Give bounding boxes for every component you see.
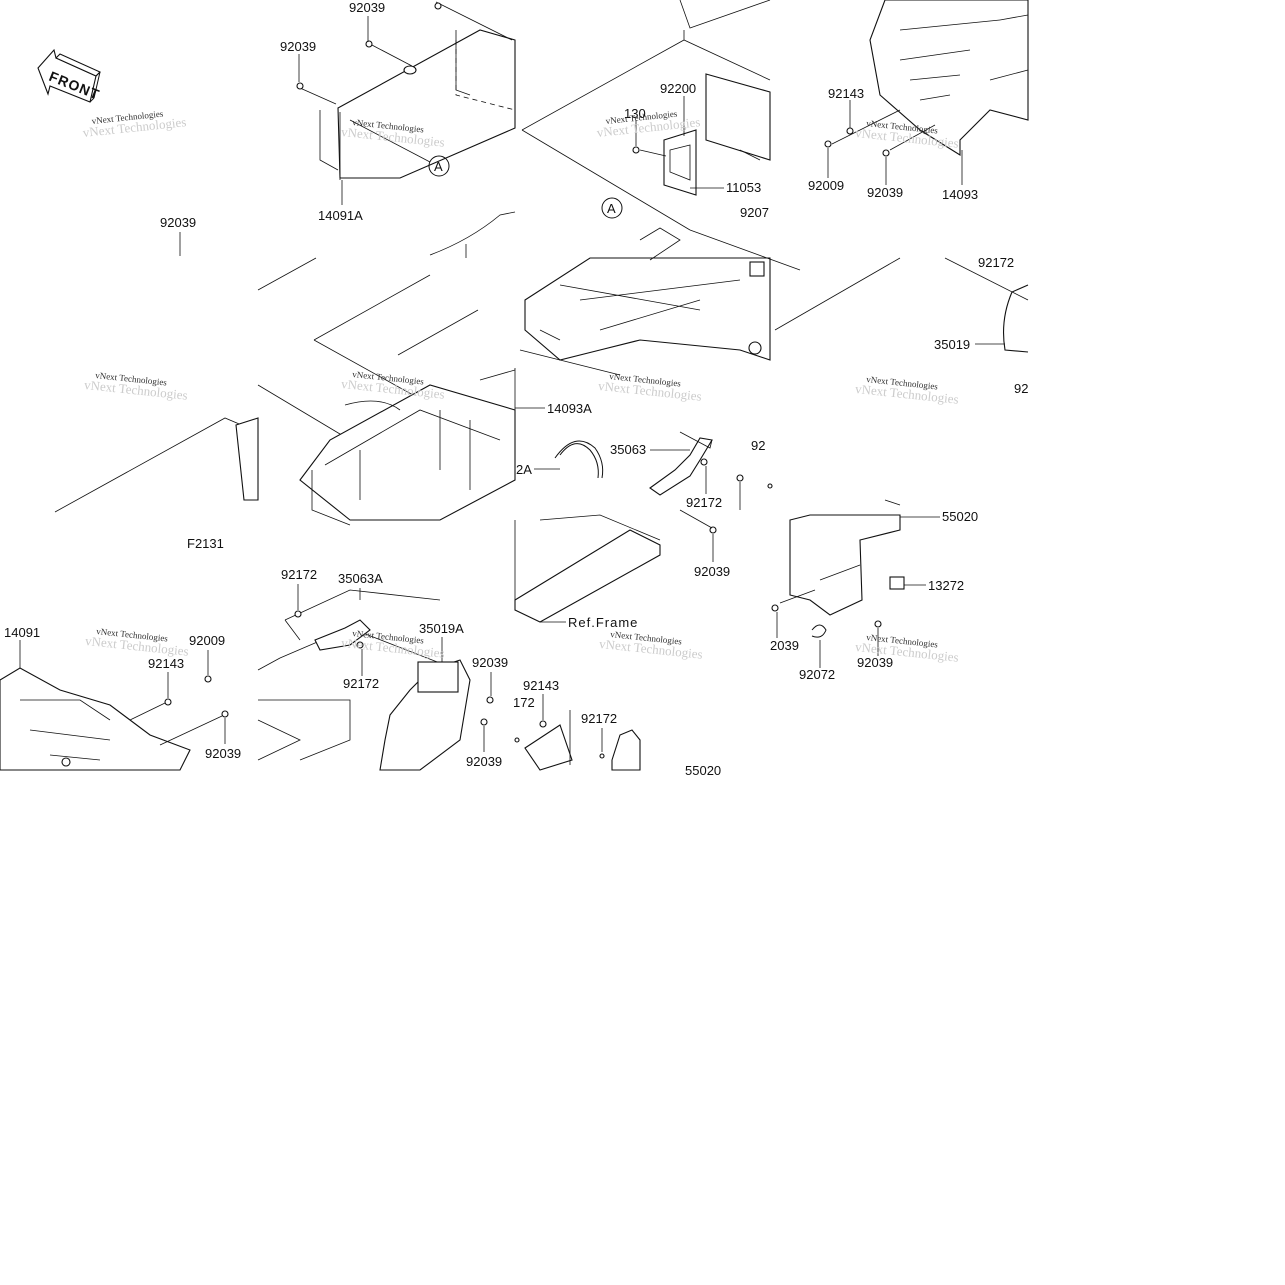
part-label: 92039	[472, 655, 508, 670]
part-label: 92009	[189, 633, 225, 648]
part-label: 55020	[942, 509, 978, 524]
part-label: 92039	[160, 215, 196, 230]
ref-marker-a-top: A	[349, 119, 450, 177]
part-label: 35019	[934, 337, 970, 352]
ref-marker-a-mid: A	[601, 197, 623, 219]
part-label: 92039	[349, 0, 385, 15]
part-label: 11053	[726, 180, 761, 195]
part-label: 92200	[660, 81, 696, 96]
ref-marker-label-2: A	[607, 201, 616, 216]
part-label: 92072	[799, 667, 835, 682]
part-label: 92039	[205, 746, 241, 761]
part-label: 172	[513, 695, 535, 710]
part-label: 55020	[685, 763, 721, 778]
part-label: 92172	[281, 567, 317, 582]
rail-ref-frame-drawing	[514, 509, 717, 623]
frame-14093a-drawing	[54, 211, 516, 526]
part-label: 14091A	[318, 208, 363, 223]
part-label: 92039	[867, 185, 903, 200]
part-label: 92143	[148, 656, 184, 671]
part-label: 92143	[523, 678, 559, 693]
part-label: 92039	[694, 564, 730, 579]
part-label: 2A	[516, 462, 532, 477]
part-label: 92143	[828, 86, 864, 101]
part-label: 35019A	[419, 621, 464, 636]
watermark: vNext Technologies vNext Technologies	[854, 374, 959, 407]
part-label: 92	[751, 438, 765, 453]
bracket-35063-drawing	[649, 431, 773, 496]
ref-marker-label: A	[434, 159, 443, 174]
part-labels: 92039 92039 14091A 92039 92200 130 11053…	[4, 0, 1028, 778]
part-label: 92	[1014, 381, 1028, 396]
bracket-35063a-drawing	[257, 589, 494, 771]
part-label: 92039	[466, 754, 502, 769]
part-label: 92009	[808, 178, 844, 193]
cover-55020-drawing	[771, 499, 905, 638]
part-label: 14091	[4, 625, 40, 640]
watermark: vNext Technologies vNext Technologies	[598, 629, 703, 662]
part-label: 130	[624, 106, 646, 121]
part-label: 92172	[978, 255, 1014, 270]
part-label: 92039	[857, 655, 893, 670]
leader-lines	[19, 16, 1005, 752]
part-label: 14093	[942, 187, 978, 202]
main-frame-drawing	[519, 227, 801, 376]
watermark: vNext Technologies vNext Technologies	[84, 626, 189, 659]
part-label: 92039	[280, 39, 316, 54]
panel-14091a-drawing	[296, 1, 516, 180]
part-label: 35063A	[338, 571, 383, 586]
watermark: vNext Technologies vNext Technologies	[340, 369, 445, 402]
part-label: 35063	[610, 442, 646, 457]
part-label: 13272	[928, 578, 964, 593]
cover-14091-drawing	[0, 667, 229, 771]
part-label: 92172	[581, 711, 617, 726]
part-label: 92172	[343, 676, 379, 691]
watermark: vNext Technologies vNext Technologies	[597, 371, 702, 404]
part-label: 92172	[686, 495, 722, 510]
clamp-drawing	[554, 440, 604, 479]
part-label: 2039	[770, 638, 799, 653]
watermark: vNext Technologies vNext Technologies	[83, 370, 188, 403]
part-label: 9207	[740, 205, 769, 220]
bracket-assembly-top	[521, 0, 771, 231]
tube-35019-drawing	[774, 257, 1029, 353]
figure-code: F2131	[187, 536, 224, 551]
bracket-55020-drawing	[514, 710, 641, 771]
part-label: 14093A	[547, 401, 592, 416]
watermark: vNext Technologies vNext Technologies	[82, 108, 187, 139]
front-arrow-icon: FRONT	[37, 48, 102, 103]
cover-14093-drawing	[824, 0, 1029, 157]
ref-frame-label: Ref.Frame	[568, 615, 638, 630]
